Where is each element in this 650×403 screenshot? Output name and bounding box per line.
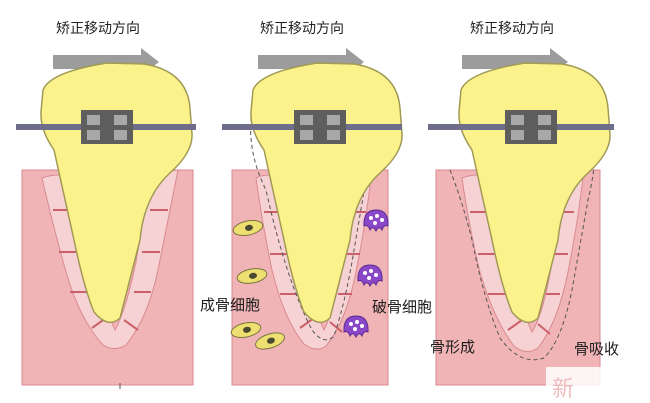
watermark-text: 新 <box>552 377 581 402</box>
bone-resorption-label: 骨吸收 <box>574 340 620 358</box>
bracket-1 <box>81 110 133 144</box>
osteoclast-cell <box>343 315 369 339</box>
panel-3-title: 矫正移动方向 <box>470 21 554 37</box>
bone-formation-label: 骨形成 <box>430 338 476 356</box>
osteoclast-cell <box>357 264 383 288</box>
panel-1-title: 矫正移动方向 <box>56 21 140 37</box>
panel-2-title: 矫正移动方向 <box>260 21 344 37</box>
bracket-2 <box>294 110 346 144</box>
osteoblast-cell <box>236 268 268 284</box>
osteoblast-cell <box>255 332 285 350</box>
osteoclast-label: 破骨细胞 <box>372 298 433 316</box>
panel-3 <box>428 48 614 386</box>
osteoclast-cell <box>363 209 389 233</box>
bracket-3 <box>505 110 557 144</box>
watermark: 新 <box>546 367 650 403</box>
panel-2 <box>222 48 403 386</box>
panel-1 <box>16 48 196 389</box>
osteoblast-cells <box>230 219 285 350</box>
osteoblast-label: 成骨细胞 <box>200 296 261 314</box>
osteoclast-cells <box>343 209 389 339</box>
osteoblast-cell <box>230 321 262 339</box>
osteoblast-cell <box>232 219 264 237</box>
